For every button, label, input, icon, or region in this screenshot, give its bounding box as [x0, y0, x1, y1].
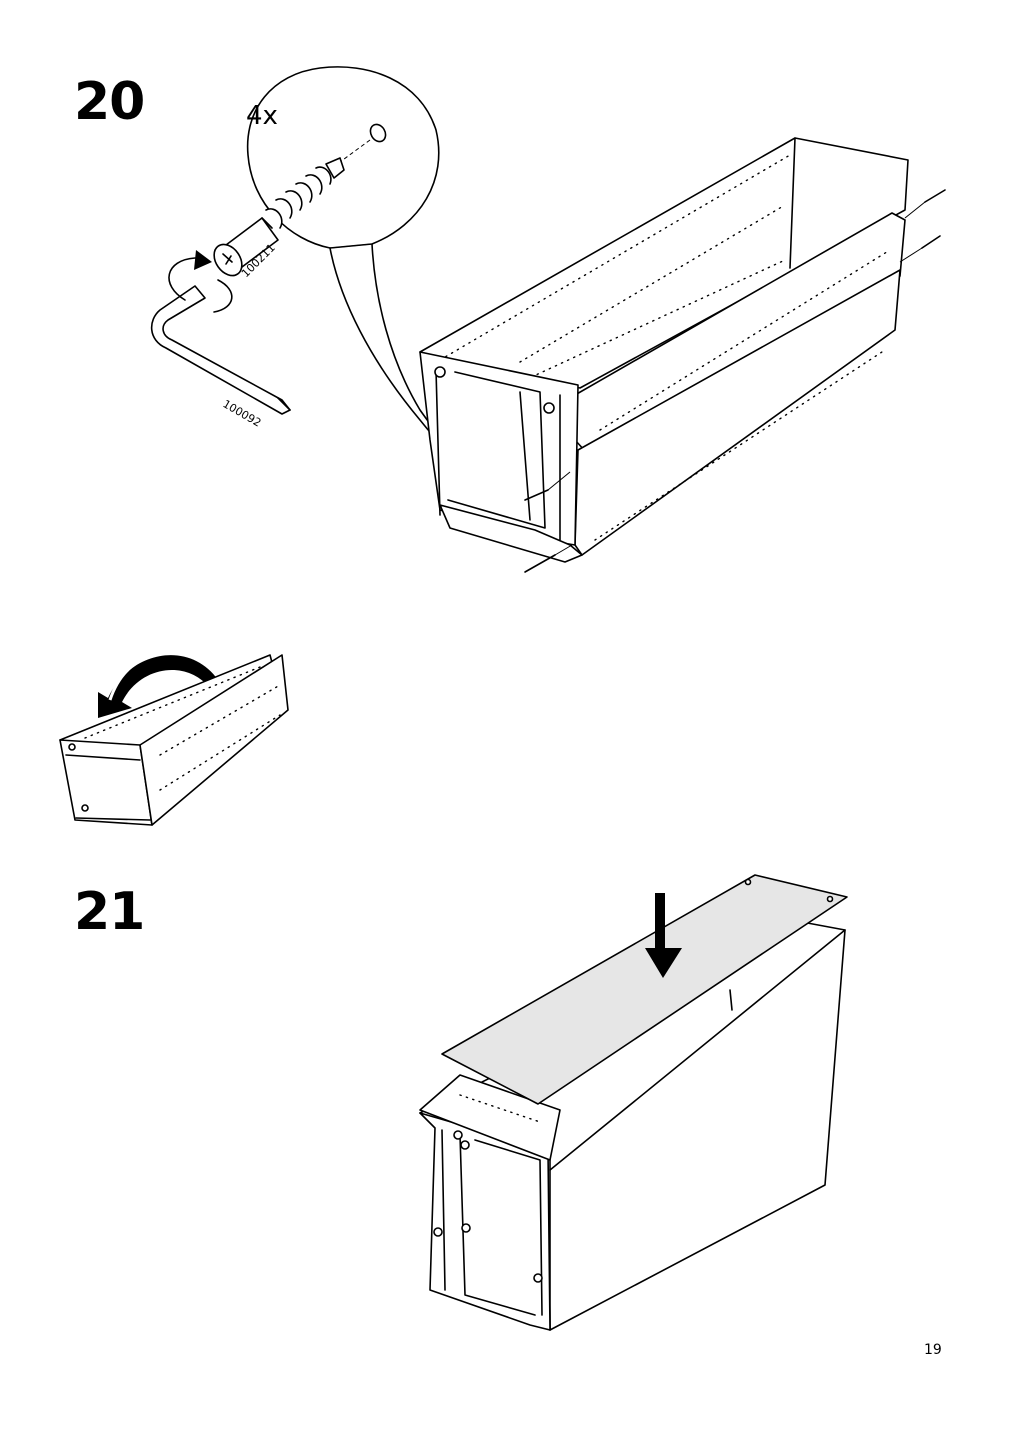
turn-over-arrow-icon	[98, 650, 218, 718]
step-20-illustration: 4x 100211 100092	[150, 66, 946, 573]
hole-icon	[369, 123, 387, 143]
down-arrow-icon	[645, 893, 682, 978]
part-code-100211: 100211	[239, 241, 278, 280]
flip-cabinet-illustration	[59, 650, 289, 826]
quantity-label: 4x	[246, 101, 278, 131]
page-number: 19	[924, 1342, 942, 1358]
step-20-number: 20	[74, 72, 145, 132]
cabinet-screw	[524, 471, 571, 501]
step-21-illustration	[419, 874, 848, 1331]
screw-100211	[213, 157, 345, 277]
cabinet-screw	[524, 544, 573, 573]
rotate-clockwise-icon	[168, 250, 233, 313]
top-panel	[441, 874, 848, 1105]
cabinet-screw	[899, 235, 941, 263]
cabinet-screw	[904, 189, 946, 219]
cabinet-frame	[419, 137, 946, 573]
allen-key-100092	[150, 285, 291, 415]
step-21-number: 21	[74, 882, 145, 942]
part-code-100092: 100092	[221, 397, 264, 429]
